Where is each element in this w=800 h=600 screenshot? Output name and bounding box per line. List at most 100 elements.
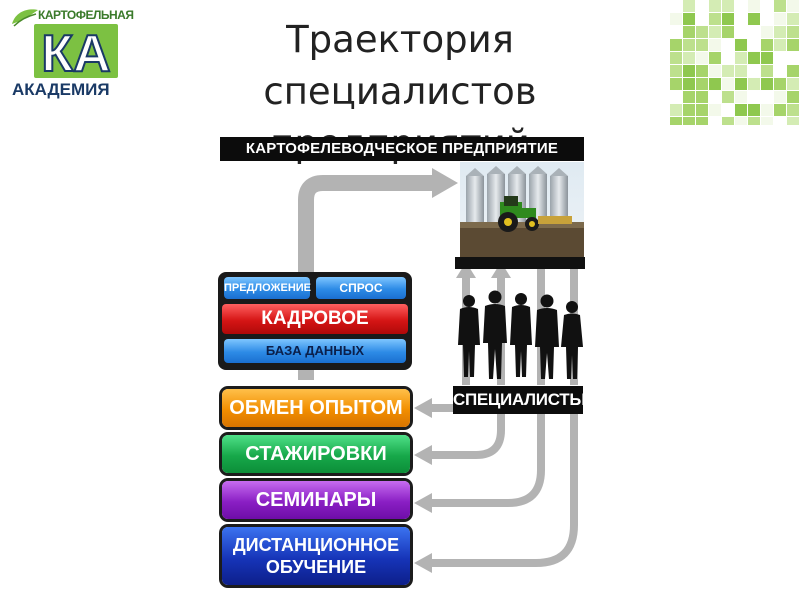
mosaic-cell [735, 117, 747, 125]
mosaic-cell [696, 39, 708, 51]
mosaic-cell [683, 52, 695, 64]
mosaic-cell [774, 104, 786, 116]
mosaic-cell [735, 52, 747, 64]
logo-bottom-text: АКАДЕМИЯ [12, 80, 110, 99]
mosaic-cell [709, 26, 721, 38]
mosaic-cell [683, 0, 695, 12]
database-label: БАЗА ДАННЫХ [224, 339, 406, 363]
mosaic-cell [683, 104, 695, 116]
offer-label: ПРЕДЛОЖЕНИЕ [224, 277, 311, 299]
mosaic-cell [683, 78, 695, 90]
mosaic-cell [787, 0, 799, 12]
mosaic-cell [748, 13, 760, 25]
distance-learning-line-2: ОБУЧЕНИЕ [265, 557, 367, 577]
farm-photo [460, 162, 584, 258]
arrow-to-distance-head [414, 553, 432, 573]
mosaic-cell [709, 104, 721, 116]
mosaic-cell [709, 13, 721, 25]
mosaic-cell [696, 52, 708, 64]
title-line-1: Траектория специалистов [263, 18, 537, 113]
mosaic-cell [709, 0, 721, 12]
mosaic-cell [696, 104, 708, 116]
mosaic-cell [670, 78, 682, 90]
mosaic-cell [722, 13, 734, 25]
mosaic-cell [683, 39, 695, 51]
mosaic-cell [722, 91, 734, 103]
mosaic-cell [722, 78, 734, 90]
mosaic-cell [735, 104, 747, 116]
mosaic-cell [696, 26, 708, 38]
mosaic-cell [709, 52, 721, 64]
mosaic-cell [761, 39, 773, 51]
experience-exchange-box: ОБМЕН ОПЫТОМ [222, 389, 410, 427]
mosaic-cell [735, 78, 747, 90]
mosaic-cell [709, 78, 721, 90]
mosaic-cell [761, 78, 773, 90]
distance-learning-box: ДИСТАНЦИОННОЕ ОБУЧЕНИЕ [222, 527, 410, 585]
internships-box: СТАЖИРОВКИ [222, 435, 410, 473]
mosaic-cell [774, 0, 786, 12]
mosaic-cell [683, 13, 695, 25]
arrow-to-internship [430, 414, 505, 459]
mosaic-cell [787, 78, 799, 90]
demand-label: СПРОС [316, 277, 406, 299]
mosaic-cell [787, 65, 799, 77]
mosaic-cell [787, 117, 799, 125]
mosaic-cell [787, 39, 799, 51]
mosaic-cell [696, 78, 708, 90]
mosaic-cell [774, 39, 786, 51]
mosaic-cell [761, 117, 773, 125]
grain-silos [466, 166, 568, 222]
arrow-agency-to-enterprise-head [432, 168, 458, 198]
mosaic-cell [670, 65, 682, 77]
arrow-to-internship-head [414, 445, 432, 465]
enterprise-banner: КАРТОФЕЛЕВОДЧЕСКОЕ ПРЕДПРИЯТИЕ [220, 137, 584, 161]
mosaic-cell [722, 117, 734, 125]
mosaic-cell [683, 26, 695, 38]
arrow-to-distance [430, 414, 578, 567]
logo-mark: КА [34, 24, 118, 78]
mosaic-cell [748, 78, 760, 90]
mosaic-cell [761, 52, 773, 64]
mosaic-cell [670, 13, 682, 25]
mosaic-cell [722, 0, 734, 12]
mosaic-cell [748, 104, 760, 116]
mosaic-cell [761, 104, 773, 116]
mosaic-cell [735, 65, 747, 77]
mosaic-cell [722, 26, 734, 38]
mosaic-cell [774, 26, 786, 38]
mosaic-cell [670, 52, 682, 64]
arrow-up-2-head [491, 262, 511, 278]
arrow-up-1-head [456, 262, 476, 278]
mosaic-cell [670, 117, 682, 125]
mosaic-cell [787, 104, 799, 116]
distance-learning-line-1: ДИСТАНЦИОННОЕ [232, 535, 400, 555]
mosaic-cell [696, 117, 708, 125]
mosaic-cell [774, 91, 786, 103]
mosaic-cell [735, 39, 747, 51]
mosaic-cell [683, 117, 695, 125]
people-silhouettes-icon [458, 290, 583, 379]
mosaic-cell [709, 39, 721, 51]
mosaic-cell [787, 26, 799, 38]
logo-top-text: КАРТОФЕЛЬНАЯ [38, 8, 134, 22]
decorative-mosaic [670, 0, 799, 125]
mosaic-cell [761, 26, 773, 38]
mosaic-cell [748, 0, 760, 12]
mosaic-cell [670, 104, 682, 116]
mosaic-cell [787, 91, 799, 103]
arrow-agency-to-enterprise [298, 175, 435, 380]
arrow-to-exchange-head [414, 398, 432, 418]
leaf-icon [12, 9, 38, 27]
tractor-icon [498, 196, 572, 232]
seminars-box: СЕМИНАРЫ [222, 481, 410, 519]
mosaic-cell [683, 65, 695, 77]
mosaic-cell [670, 39, 682, 51]
mosaic-cell [774, 13, 786, 25]
mosaic-cell [748, 117, 760, 125]
specialists-label: СПЕЦИАЛИСТЫ [453, 386, 586, 414]
mosaic-cell [722, 65, 734, 77]
arrow-to-seminars-head [414, 493, 432, 513]
staffing-agency-label: КАДРОВОЕ АГЕНТСТВО [222, 304, 408, 359]
enterprise-base-bar [455, 257, 585, 269]
